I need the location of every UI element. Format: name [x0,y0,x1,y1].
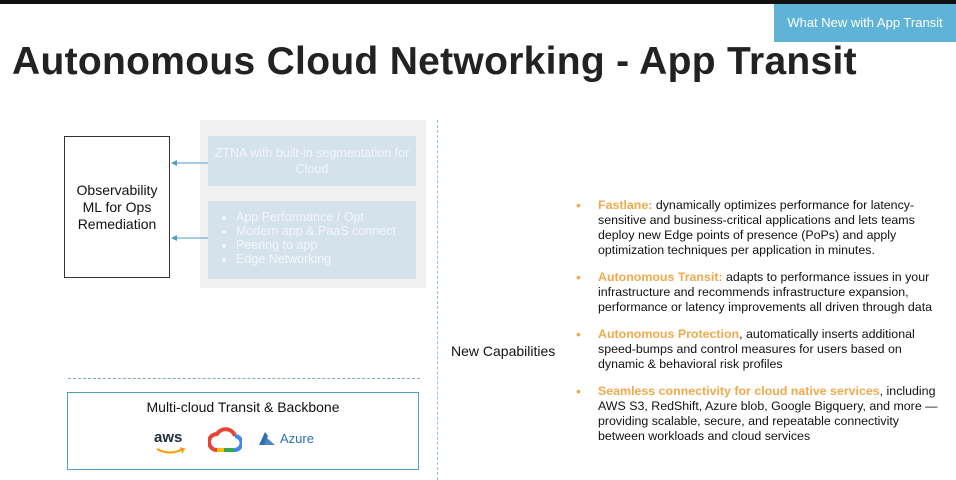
aws-logo-icon: aws [154,429,186,454]
list-item: App Performance / Opt [236,210,416,224]
feature-list: App Performance / Opt Modern app & PaaS … [222,210,416,266]
observability-label: Observability ML for Ops Remediation [76,181,158,232]
capability-title: Seamless connectivity for cloud native s… [598,384,880,398]
list-item: Edge Networking [236,252,416,266]
aws-logo-text: aws [154,429,183,446]
section-badge: What New with App Transit [774,4,956,42]
aws-smile-icon [156,447,186,454]
capability-item: Fastlane: dynamically optimizes performa… [576,198,946,258]
observability-box: Observability ML for Ops Remediation [64,136,170,278]
horizontal-divider [68,378,420,379]
connector-arrow-bottom [171,235,208,241]
ztna-box: ZTNA with built-in segmentation for Clou… [208,136,416,186]
azure-logo-icon: Azure [258,431,314,446]
top-bar [0,0,956,4]
capability-title: Fastlane: [598,198,653,212]
capability-title: Autonomous Protection [598,327,740,341]
list-item: Peering to app [236,238,416,252]
capability-item: Autonomous Transit: adapts to performanc… [576,270,946,315]
list-item: Modern app & PaaS connect [236,224,416,238]
capability-item: Autonomous Protection, automatically ins… [576,327,946,372]
capability-text: adapts to performance issues in your inf… [598,270,933,314]
capability-text: , including AWS S3, RedShift, Azure blob… [598,384,938,443]
connector-arrow-top [171,160,208,166]
multicloud-label: Multi-cloud Transit & Backbone [146,399,340,415]
capability-title: Autonomous Transit: [598,270,723,284]
capability-text: , automatically inserts additional speed… [598,327,915,371]
new-capabilities-label: New Capabilities [451,343,556,359]
multicloud-box: Multi-cloud Transit & Backbone aws Azure [67,392,419,470]
vertical-divider [437,120,438,480]
capability-item: Seamless connectivity for cloud native s… [576,384,946,444]
google-cloud-icon [208,427,242,452]
capability-text: dynamically optimizes performance for la… [598,198,915,257]
slide-title: Autonomous Cloud Networking - App Transi… [12,40,857,83]
azure-logo-text: Azure [280,431,314,446]
azure-mark-icon [259,431,275,445]
capabilities-list: Fastlane: dynamically optimizes performa… [576,198,946,456]
ztna-label: ZTNA with built-in segmentation for Clou… [214,146,410,176]
feature-list-box: App Performance / Opt Modern app & PaaS … [208,201,416,279]
